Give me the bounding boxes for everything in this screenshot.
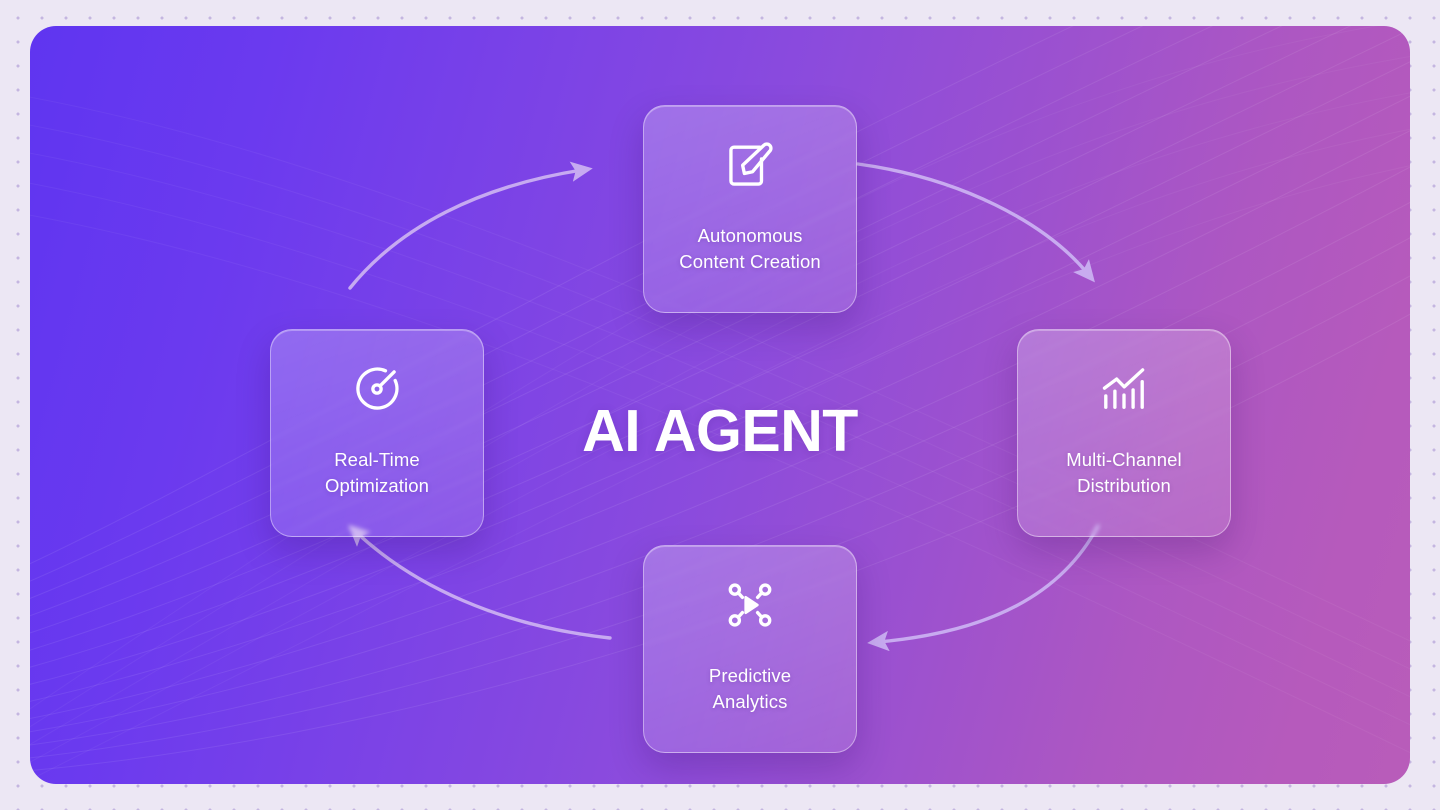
card-label-line2: Content Creation (679, 251, 821, 272)
card-label-line1: Real-Time (334, 449, 420, 470)
arrow-left-to-top (348, 161, 593, 290)
card-autonomous-content-creation[interactable]: Autonomous Content Creation (643, 105, 857, 313)
card-label-line2: Optimization (324, 475, 430, 496)
diagram-stage: AI AGENT Autonomous Content Creation (30, 26, 1410, 784)
card-real-time-optimization[interactable]: Real-Time Optimization (270, 329, 484, 537)
arrow-right-to-bottom (867, 524, 1100, 652)
arrow-bottom-to-left (348, 524, 612, 640)
arrow-top-to-right (856, 162, 1095, 283)
card-predictive-analytics[interactable]: Predictive Analytics (643, 545, 857, 753)
card-label: Predictive Analytics (701, 663, 799, 715)
card-label-line2: Analytics (712, 691, 788, 712)
card-label-line1: Multi-Channel (1066, 449, 1182, 470)
card-label: Real-Time Optimization (317, 447, 437, 499)
bar-chart-trend-icon (1096, 361, 1152, 417)
card-label: Autonomous Content Creation (671, 223, 828, 275)
card-label-line2: Distribution (1077, 475, 1171, 496)
card-label-line1: Predictive (708, 665, 792, 686)
pencil-square-icon (722, 137, 778, 193)
gauge-speedometer-icon (349, 361, 405, 417)
card-multi-channel-distribution[interactable]: Multi-Channel Distribution (1017, 329, 1231, 537)
card-label-line1: Autonomous (697, 225, 803, 246)
network-nodes-play-icon (722, 577, 778, 633)
card-label: Multi-Channel Distribution (1058, 447, 1189, 499)
page-title: AI AGENT (582, 398, 858, 464)
